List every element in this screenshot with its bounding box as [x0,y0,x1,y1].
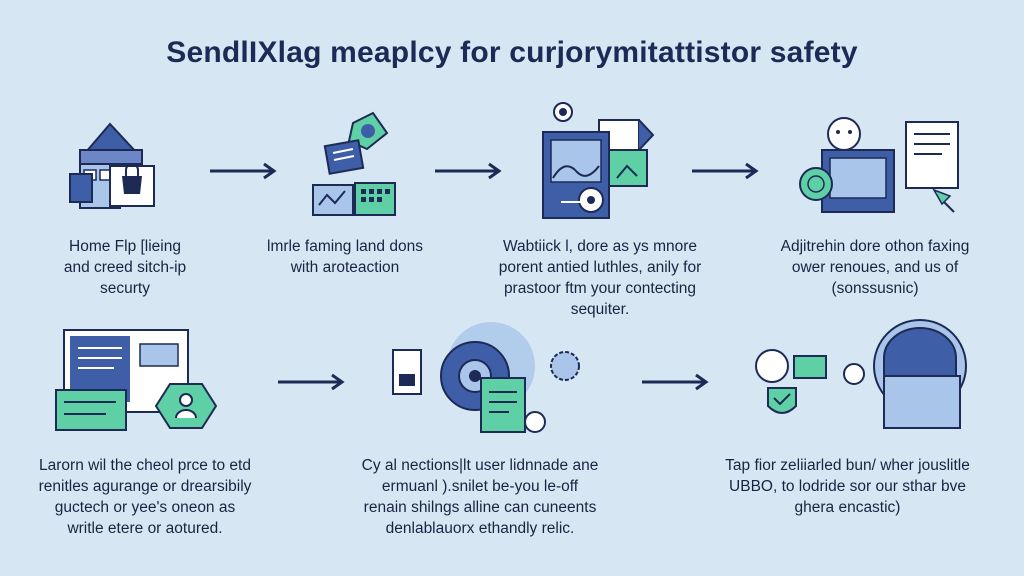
step-caption: Cy al nections|lt user lidnnade ane ermu… [330,455,630,539]
documents-shield-icon [312,111,396,216]
monitor-user-icon [55,329,218,431]
arrow-right-icon [435,162,502,180]
caption-line: and creed sitch-ip [63,259,187,276]
caption-line: Home Flp [lieing [69,238,181,255]
caption-line: renain shilngs alline can cuneents [363,499,597,516]
caption-line: porent antied luthles, anily for [498,259,702,276]
caption-line: lmrle faming land dons [267,238,423,255]
caption-line: guctech or yee's oneon as [54,499,236,516]
disc-documents-icon [392,322,580,433]
caption-line: denlablauorx ethandly relic. [385,520,575,537]
user-shield-chat-icon [755,319,967,429]
caption-line: Tap fior zeliiarled bun/ wher jouslitle [725,457,970,474]
server-device-icon [542,102,655,219]
user-documents-icon [799,117,959,213]
caption-line: (sonssusnic) [831,280,919,297]
caption-line: securty [100,280,150,297]
step-caption: Home Flp [lieing and creed sitch-ip secu… [30,236,220,299]
step-caption: Adjitrehin dore othon faxing ower renoue… [755,236,995,299]
caption-line: Adjitrehin dore othon faxing [780,238,970,255]
step-caption: lmrle faming land dons with aroteaction [245,236,445,278]
arrow-right-icon [692,162,759,180]
caption-line: sequiter. [570,301,630,318]
caption-line: ghera encastic) [794,499,901,516]
caption-line: ower renoues, and us of [791,259,959,276]
caption-line: with aroteaction [290,259,400,276]
caption-line: Wabtiick l, dore as ys mnore [502,238,698,255]
arrow-right-icon [278,373,345,391]
step-caption: Wabtiick l, dore as ys mnore porent anti… [470,236,730,320]
arrow-right-icon [210,162,277,180]
home-security-icon [69,122,155,209]
step-caption: Tap fior zeliiarled bun/ wher jouslitle … [690,455,1005,518]
caption-line: prastoor ftm your contecting [503,280,697,297]
caption-line: renitles agurange or drearsibily [38,478,252,495]
caption-line: ermuanl ).snilet be-you le-off [381,478,579,495]
page-title: SendlIXlag meaplcy for curjorymitattisto… [166,36,858,69]
step-caption: Larorn wil the cheol prce to etd renitle… [10,455,280,539]
arrow-right-icon [642,373,709,391]
caption-line: Larorn wil the cheol prce to etd [39,457,251,474]
caption-line: writle etere or aotured. [67,520,223,537]
caption-line: Cy al nections|lt user lidnnade ane [361,457,599,474]
caption-line: UBBO, to lodride sor our sthar bve [729,478,966,495]
